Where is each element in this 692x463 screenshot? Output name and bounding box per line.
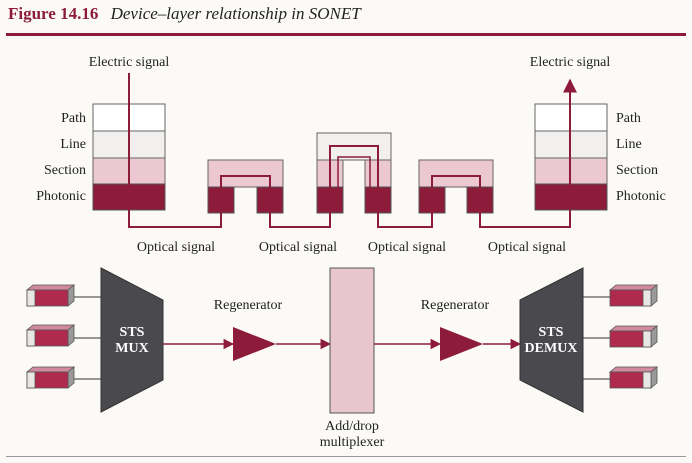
tributary-box-in-3 (25, 366, 76, 389)
layer-label-section-left: Section (44, 163, 86, 178)
tributary-box-in-1 (25, 284, 76, 307)
regenerator-right-label: Regenerator (421, 298, 490, 313)
regenerator-left-icon (233, 327, 276, 361)
optical-signal-label-4: Optical signal (488, 240, 566, 255)
title-rule (6, 33, 686, 36)
sts-demux-device (519, 267, 584, 413)
optical-links (128, 196, 571, 228)
layer-label-path-right: Path (616, 111, 641, 126)
regenerator-1-layers (207, 159, 284, 214)
sts-mux-label-line2: MUX (115, 341, 148, 356)
layer-label-line-left: Line (60, 137, 86, 152)
sts-mux-label-line1: STS (120, 325, 145, 340)
adm-label-line1: Add/drop (325, 419, 379, 434)
layer-label-section-right: Section (616, 163, 658, 178)
figure-number: Figure 14.16 (8, 4, 99, 23)
regenerator-left-label: Regenerator (214, 298, 283, 313)
figure-title: Figure 14.16 Device–layer relationship i… (8, 4, 361, 24)
optical-signal-label-3: Optical signal (368, 240, 446, 255)
electric-signal-label-left: Electric signal (89, 55, 170, 70)
tributary-box-out-3 (608, 366, 659, 389)
tributary-box-out-2 (608, 325, 659, 348)
output-tributaries (583, 284, 659, 389)
optical-signal-label-1: Optical signal (137, 240, 215, 255)
sts-demux-label-line1: STS (539, 325, 564, 340)
layer-label-path-left: Path (61, 111, 86, 126)
sts-demux-label-line2: DEMUX (525, 341, 578, 356)
add-drop-multiplexer (329, 267, 375, 414)
layer-label-photonic-left: Photonic (36, 189, 86, 204)
figure-caption: Device–layer relationship in SONET (110, 4, 361, 23)
adm-label-line2: multiplexer (320, 435, 385, 450)
tributary-box-in-2 (25, 324, 76, 347)
tributary-box-out-1 (608, 284, 659, 307)
bottom-rule (6, 456, 686, 457)
regenerator-2-layers (418, 159, 494, 214)
electric-signal-label-right: Electric signal (530, 55, 611, 70)
adm-layers (316, 132, 392, 214)
optical-signal-label-2: Optical signal (259, 240, 337, 255)
layer-label-photonic-right: Photonic (616, 189, 666, 204)
sts-mux-device (100, 267, 164, 413)
layer-label-line-right: Line (616, 137, 642, 152)
input-tributaries (25, 284, 101, 389)
regenerator-right-icon (440, 327, 483, 361)
